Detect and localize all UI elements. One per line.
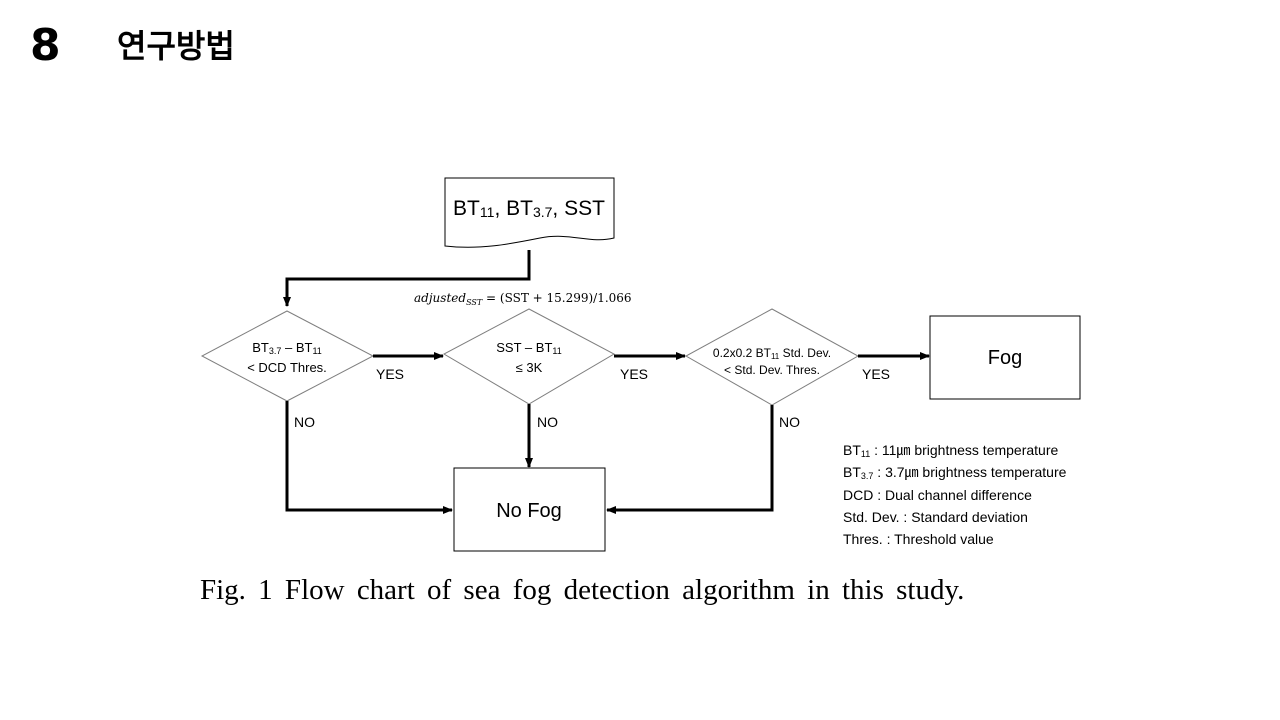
arrow-d3-no	[606, 405, 774, 514]
yes-label-2: YES	[620, 366, 648, 382]
legend-item-dcd: DCD : Dual channel difference	[843, 487, 1032, 503]
legend-item-std-dev: Std. Dev. : Standard deviation	[843, 509, 1028, 525]
decision3-line1: 0.2x0.2 BT11 Std. Dev.	[713, 346, 831, 361]
decision1-line2: < DCD Thres.	[247, 360, 327, 375]
decision2-line2: ≤ 3K	[516, 360, 543, 375]
legend-item-bt37: BT3.7 : 3.7㎛ brightness temperature	[843, 464, 1067, 481]
no-label-2: NO	[537, 414, 558, 430]
connector-input-to-decision1	[283, 250, 531, 307]
adjusted-sst-formula: adjustedSST = (SST + 15.299)/1.066	[414, 291, 632, 307]
no-fog-label: No Fog	[496, 500, 562, 522]
no-label-3: NO	[779, 414, 800, 430]
legend-item-thres: Thres. : Threshold value	[843, 531, 994, 547]
slide-number: 8	[30, 20, 61, 71]
slide-title: 연구방법	[117, 27, 235, 65]
decision3-line2: < Std. Dev. Thres.	[724, 363, 820, 377]
yes-label-1: YES	[376, 366, 404, 382]
legend-item-bt11: BT11 : 11㎛ brightness temperature	[843, 442, 1059, 459]
fog-label: Fog	[988, 347, 1022, 369]
yes-label-3: YES	[862, 366, 890, 382]
decision2-diamond	[442, 308, 616, 405]
arrow-d1-no	[285, 401, 453, 514]
decision1-diamond	[200, 310, 375, 402]
no-label-1: NO	[294, 414, 315, 430]
input-document-shape	[444, 177, 615, 248]
legend: BT11 : 11㎛ brightness temperature BT3.7 …	[843, 442, 1067, 547]
decision1-line1: BT3.7 – BT11	[252, 340, 322, 356]
figure-caption: Fig. 1 Flow chart of sea fog detection a…	[200, 574, 965, 606]
decision2-line1: SST – BT11	[496, 340, 561, 356]
input-label: BT11, BT3.7, SST	[453, 197, 605, 220]
fog-box	[929, 315, 1081, 400]
no-fog-box	[453, 467, 606, 552]
